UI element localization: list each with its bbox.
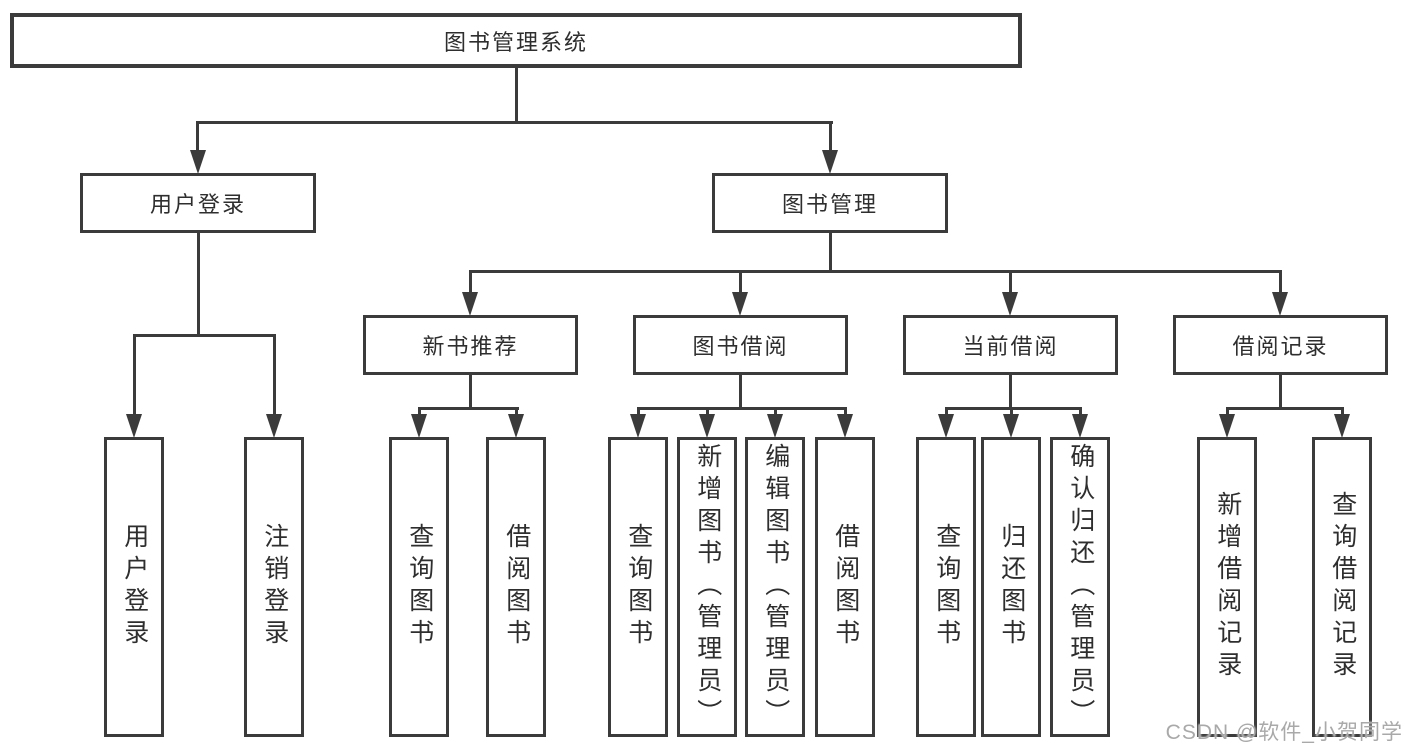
arrow-down-icon [411,414,427,438]
arrow-down-icon [266,414,282,438]
connector-line [418,407,519,410]
node-book-borrowing: 图书借阅 [633,315,848,375]
arrow-down-icon [190,150,206,174]
leaf-confirm-return-admin: 确认归还（管理员） [1050,437,1110,737]
leaf-logout: 注销登录 [244,437,304,737]
arrow-down-icon [1219,414,1235,438]
connector-line [515,66,518,123]
leaf-label: 编辑图书（管理员） [761,443,790,731]
connector-line [469,270,472,294]
node-label: 借阅记录 [1232,334,1329,359]
leaf-query-borrow-record: 查询借阅记录 [1312,437,1372,737]
connector-line [829,231,832,273]
arrow-down-icon [767,414,783,438]
node-label: 当前借阅 [962,334,1059,359]
leaf-query-books-1: 查询图书 [389,437,449,737]
leaf-borrow-books-1: 借阅图书 [486,437,546,737]
arrow-down-icon [1072,414,1088,438]
arrow-down-icon [1003,414,1019,438]
arrow-down-icon [938,414,954,438]
connector-line [196,121,199,153]
connector-line [469,373,472,410]
leaf-user-login: 用户登录 [104,437,164,737]
node-label: 图书借阅 [692,334,789,359]
node-new-book-recommendation: 新书推荐 [363,315,578,375]
node-current-borrowing: 当前借阅 [903,315,1118,375]
arrow-down-icon [699,414,715,438]
node-label: 用户登录 [149,192,246,217]
arrow-down-icon [1002,292,1018,316]
leaf-query-books-3: 查询图书 [916,437,976,737]
leaf-label: 确认归还（管理员） [1066,443,1095,731]
connector-line [133,334,276,337]
leaf-label: 新增图书（管理员） [693,443,722,731]
connector-line [637,407,847,410]
arrow-down-icon [1334,414,1350,438]
arrow-down-icon [508,414,524,438]
leaf-label: 查询图书 [405,523,434,651]
arrow-down-icon [126,414,142,438]
connector-line [1009,373,1012,410]
node-label: 新书推荐 [422,334,519,359]
connector-line [197,231,200,337]
arrow-down-icon [837,414,853,438]
connector-line [739,373,742,410]
arrow-down-icon [462,292,478,316]
node-book-management: 图书管理 [712,173,948,233]
leaf-edit-book-admin: 编辑图书（管理员） [745,437,805,737]
arrow-down-icon [1272,292,1288,316]
leaf-label: 查询图书 [932,523,961,651]
node-library-management-system: 图书管理系统 [10,13,1022,68]
connector-line [196,121,833,124]
leaf-label: 归还图书 [997,523,1026,651]
leaf-label: 用户登录 [120,523,149,651]
csdn-watermark: CSDN @软件_小贺同学 [1165,721,1403,744]
node-label: 图书管理系统 [443,29,588,55]
connector-line [469,270,1282,273]
arrow-down-icon [822,150,838,174]
connector-line [1279,373,1282,410]
leaf-label: 查询图书 [624,523,653,651]
connector-line [1279,270,1282,294]
connector-line [133,334,136,416]
connector-line [945,407,1082,410]
connector-line [1009,270,1012,294]
arrow-down-icon [630,414,646,438]
leaf-borrow-books-2: 借阅图书 [815,437,875,737]
leaf-add-book-admin: 新增图书（管理员） [677,437,737,737]
leaf-label: 查询借阅记录 [1328,491,1357,683]
leaf-label: 注销登录 [260,523,289,651]
connector-line [1226,407,1344,410]
leaf-return-book: 归还图书 [981,437,1041,737]
arrow-down-icon [732,292,748,316]
leaf-query-books-2: 查询图书 [608,437,668,737]
node-borrowing-records: 借阅记录 [1173,315,1388,375]
connector-line [273,334,276,416]
node-label: 图书管理 [781,192,878,217]
leaf-label: 借阅图书 [831,523,860,651]
leaf-label: 新增借阅记录 [1213,491,1242,683]
connector-line [829,121,832,153]
node-user-login: 用户登录 [80,173,316,233]
leaf-add-borrow-record: 新增借阅记录 [1197,437,1257,737]
connector-line [739,270,742,294]
leaf-label: 借阅图书 [502,523,531,651]
